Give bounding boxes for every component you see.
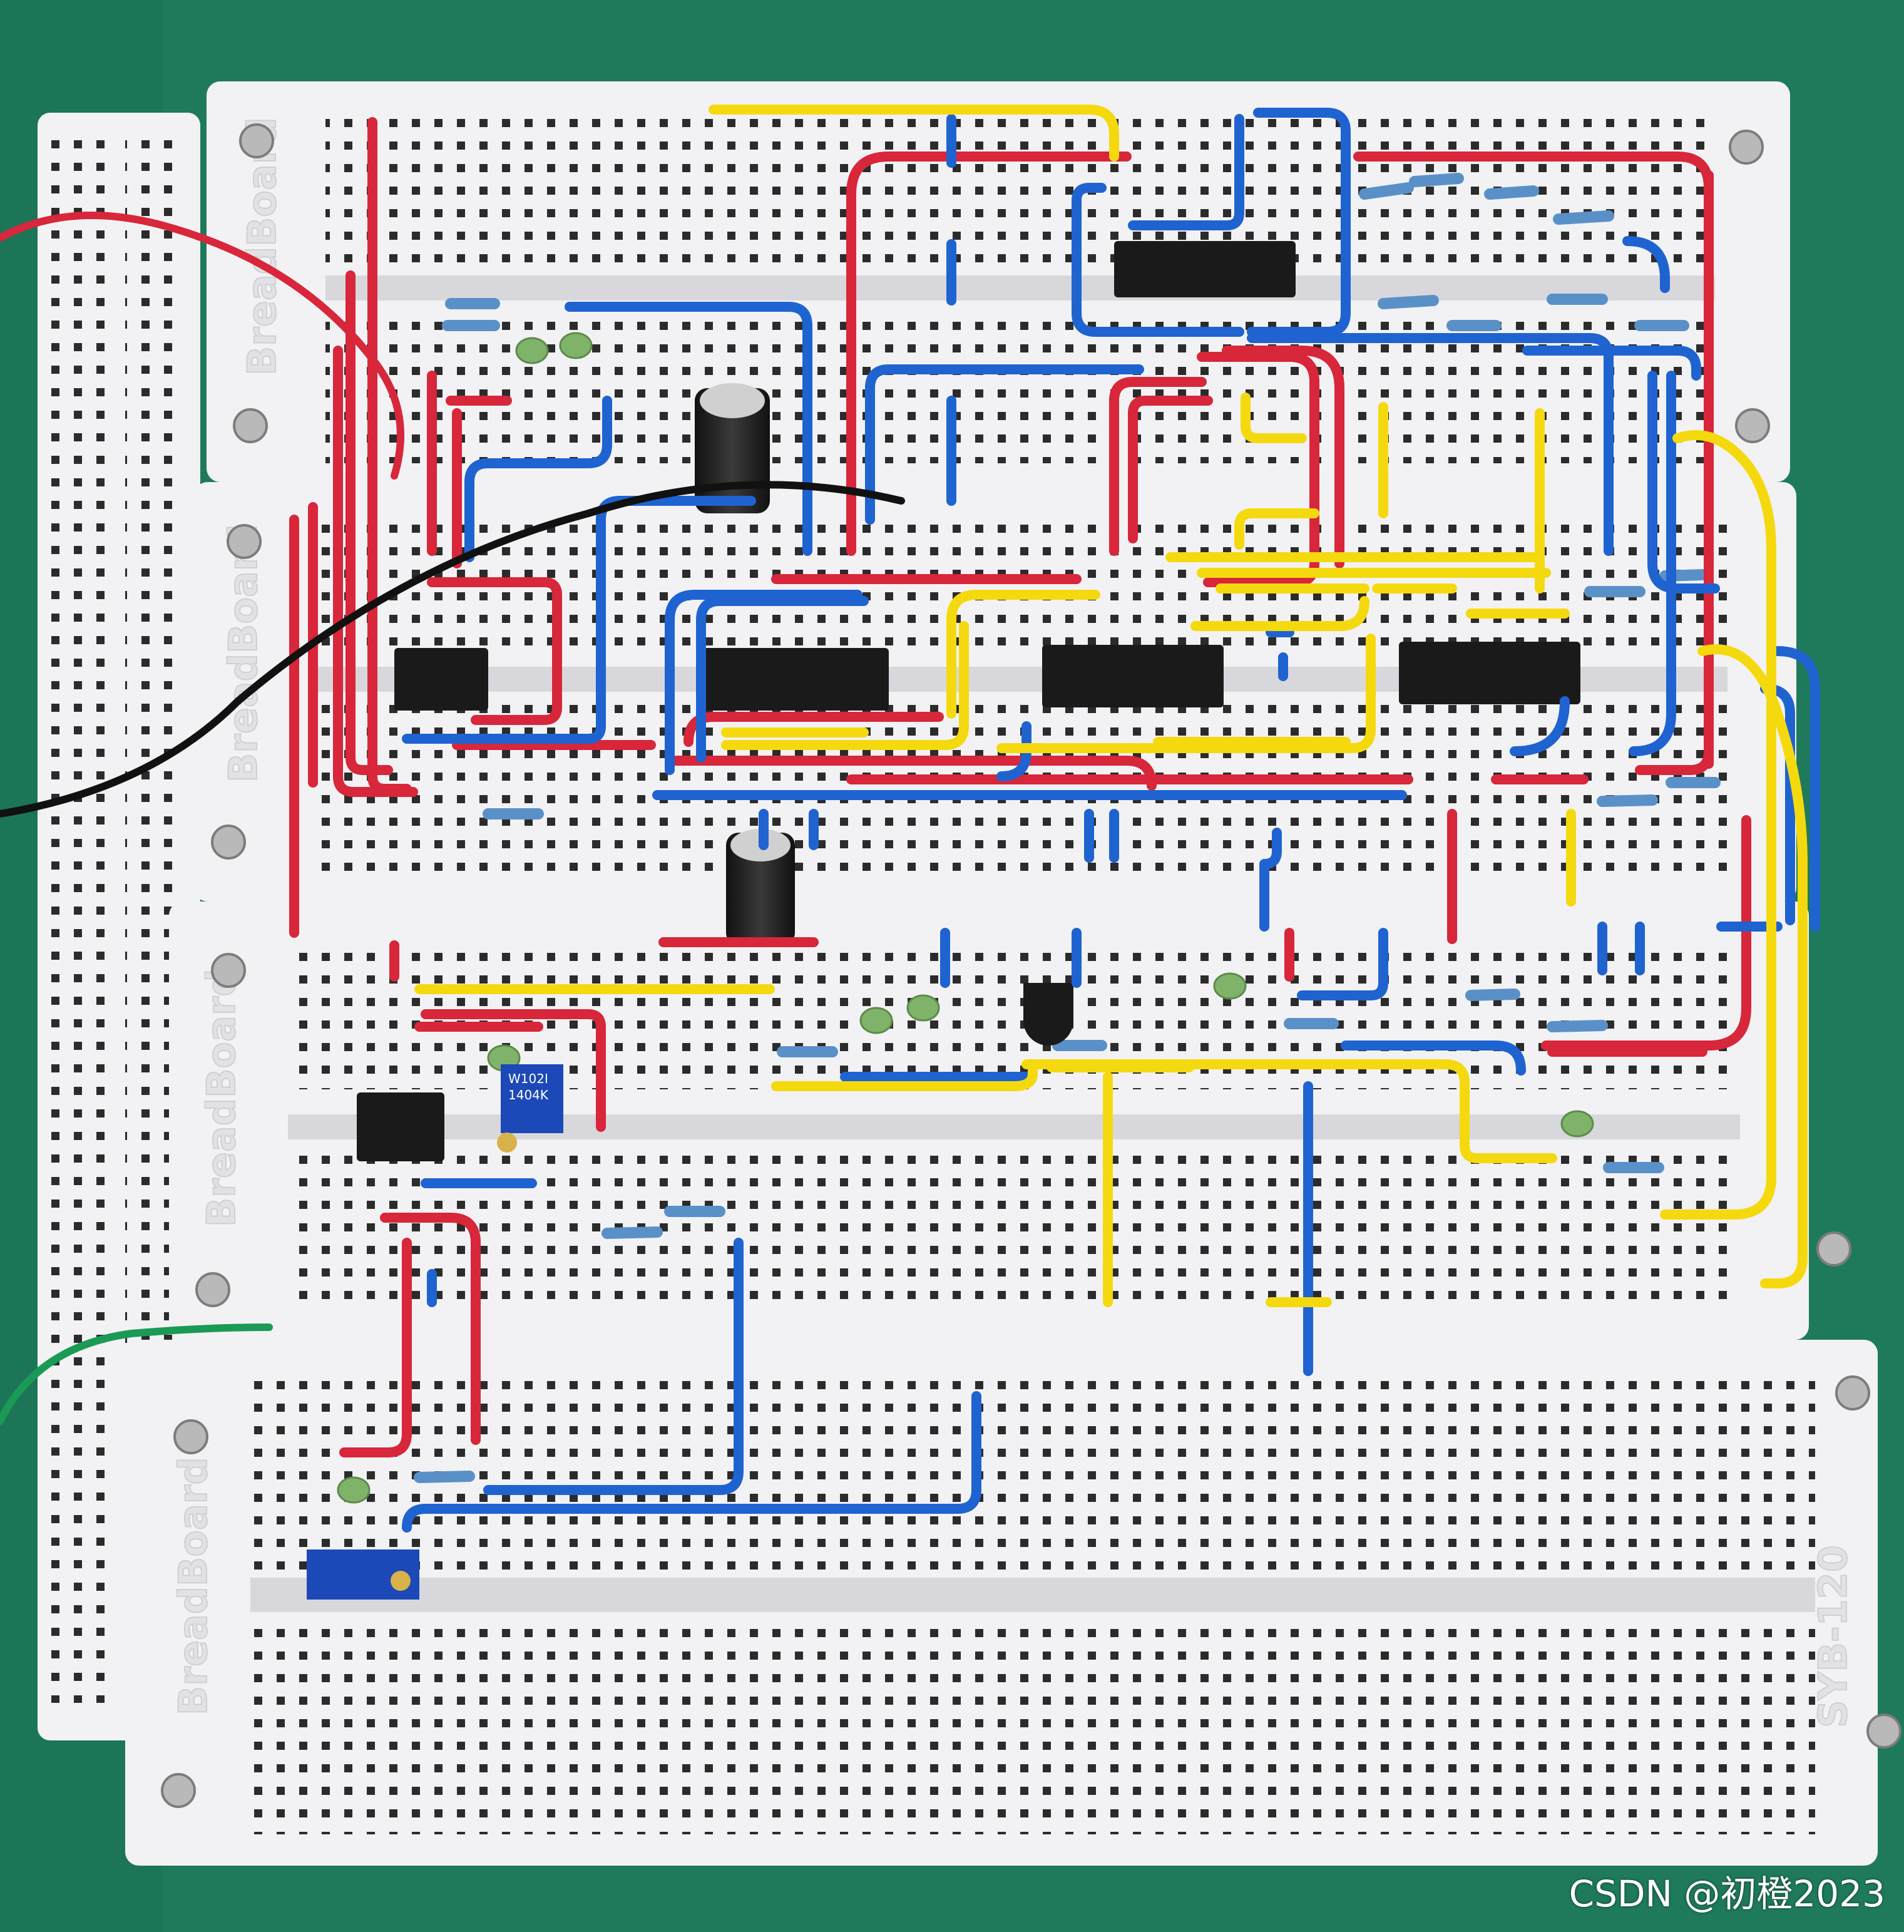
watermark-text: CSDN @初橙2023 [1569,1873,1885,1915]
board-label: BreadBoard [198,969,244,1227]
transistor [1023,983,1073,1046]
board-label: BreadBoard [170,1457,216,1715]
screws [161,123,1901,1808]
wires-blue [402,108,1820,1533]
wire-red-external [0,212,404,480]
trimmer-label: W102I [508,1071,548,1086]
wires-yellow [414,105,1808,1307]
breadboard-1 [207,81,1790,482]
board-label: BreadBoard [239,117,285,376]
board-model-label: SYB-120 [1810,1545,1856,1728]
trimmer-label: 1404K [508,1087,549,1102]
resistors [414,173,1721,1483]
ceramic-capacitors [337,332,1594,1504]
wire-green-external [0,1323,273,1425]
breadboard-4 [125,1340,1878,1866]
wires-red [289,117,1751,1457]
breadboard-2 [194,482,1796,902]
wire-black [0,481,905,818]
trimmer-potentiometers: W102I 1404K [307,1064,563,1600]
ic-chips [357,241,1580,1161]
board-label: BreadBoard [220,524,266,783]
